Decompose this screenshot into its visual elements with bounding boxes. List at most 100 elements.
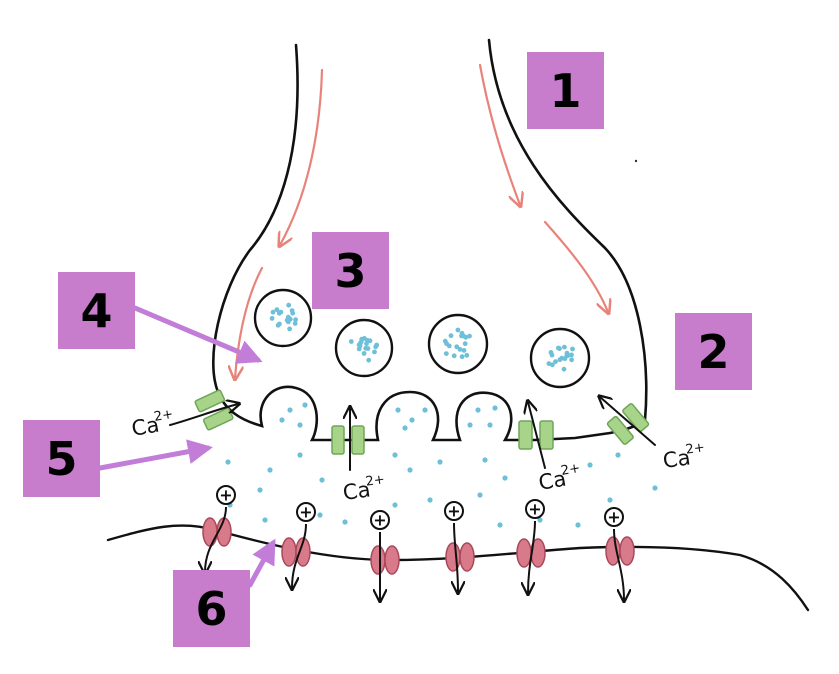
neurotransmitter-dot [367,338,373,344]
neurotransmitter-dot [365,346,371,351]
axon-terminal [212,38,648,422]
calcium-charge: 2+ [560,461,581,479]
neurotransmitter-dot [286,302,292,308]
neurotransmitter-dot [615,452,621,458]
label-3-text: 3 [334,244,366,298]
neurotransmitter-dot [269,316,275,321]
vesicle [253,288,313,348]
calcium-channel [194,389,234,431]
neurotransmitter-dot [462,341,468,347]
neurotransmitter-dot [587,462,593,468]
calcium-label: Ca 2+ [661,440,705,473]
neurotransmitter-dot [607,497,613,503]
neurotransmitter-dot [443,351,449,356]
postsynaptic-receptors [202,517,635,575]
ion-influx-arrow [528,520,536,593]
label-2: 2 [675,313,752,390]
neurotransmitter-dot [537,517,543,523]
neurotransmitter-dot [464,352,470,358]
neurotransmitter-dot [461,348,467,353]
neurotransmitter-dot [277,321,282,327]
neurotransmitter-dot [497,522,503,528]
neurotransmitter-dot [437,459,443,465]
calcium-charge: 2+ [153,407,174,425]
neurotransmitter-dot [317,512,323,518]
neurotransmitter-dot [561,366,567,372]
receptor [445,542,475,572]
neurotransmitter-dot [348,339,354,344]
neurotransmitter-dot [570,346,575,352]
neurotransmitter-dot [487,422,493,428]
calcium-charge: 2+ [365,472,386,490]
calcium-arrow-left [169,404,238,426]
label-4-text: 4 [80,284,112,338]
neurotransmitter-dot [284,317,290,323]
positive-sign: + [447,502,460,521]
signal-arrow-left-lower [235,266,264,378]
neurotransmitter-dot [262,517,268,523]
ion-influx-arrow [205,506,227,572]
axon-left-wall [212,43,299,394]
neurotransmitter-dot [461,333,466,339]
neurotransmitter-dot [302,402,308,408]
positive-sign: + [528,500,541,519]
neurotransmitter-dot [652,485,658,491]
neurotransmitter-dot [372,349,377,355]
presynaptic-membrane [216,385,647,442]
neurotransmitter-dot [569,357,574,363]
calcium-symbol: Ca [661,445,692,473]
neurotransmitter-dot [548,350,554,355]
label-6-text: 6 [195,582,227,636]
neurotransmitter-dot [559,355,565,361]
neurotransmitter-dot [364,341,369,347]
neurotransmitter-dot [454,344,460,350]
neurotransmitter-dot [575,522,581,528]
neurotransmitter-dot [455,327,461,333]
calcium-label: Ca 2+ [537,461,582,495]
calcium-label: Ca 2+ [130,407,175,441]
neurotransmitter-dot [366,357,372,363]
neurotransmitter-dot [477,492,483,498]
neurotransmitter-dot [502,475,508,481]
label-5-text: 5 [45,432,77,486]
label-1-text: 1 [549,64,581,118]
signal-arrows [235,63,608,378]
neurotransmitter-dot [475,407,481,413]
neurotransmitter-dot [356,342,362,348]
positive-ion: + [604,507,624,601]
neurotransmitter-dot [287,407,293,413]
vesicle [427,313,489,375]
neurotransmitter-dot [319,477,325,483]
neurotransmitter-dot [297,422,303,428]
label-1: 1 [527,52,604,129]
ion-influx-arrow [292,523,307,588]
neurotransmitter-dot [287,326,292,332]
neurotransmitter-dot [274,307,280,313]
calcium-label: Ca 2+ [341,472,386,505]
positive-ion: + [292,502,316,589]
positive-sign: + [219,486,232,505]
neurotransmitter-dot [482,457,488,463]
neurotransmitter-dot [550,362,555,368]
neurotransmitter-dot [446,343,452,349]
neurotransmitter-dot [556,345,561,351]
neurotransmitter-dot [467,422,473,428]
pointer-arrow-4 [132,305,263,364]
neurotransmitter-dot [297,452,303,458]
neurotransmitter-dot [267,467,273,473]
label-5: 5 [23,420,100,497]
signal-arrow-left-upper [280,68,324,245]
positive-sign: + [373,511,386,530]
neurotransmitter-dot [392,452,398,458]
ion-influx-arrow [454,522,458,592]
calcium-channel [331,425,365,455]
positive-sign: + [607,508,620,527]
neurotransmitter-dot [270,309,276,315]
receptor [605,536,635,566]
neurotransmitter-dot [257,487,263,493]
neurotransmitter-dot [553,359,558,364]
label-2-text: 2 [697,325,729,379]
calcium-arrow-far-right [600,397,656,446]
neurotransmitter-dot [342,519,348,525]
label-6: 6 [173,570,250,647]
